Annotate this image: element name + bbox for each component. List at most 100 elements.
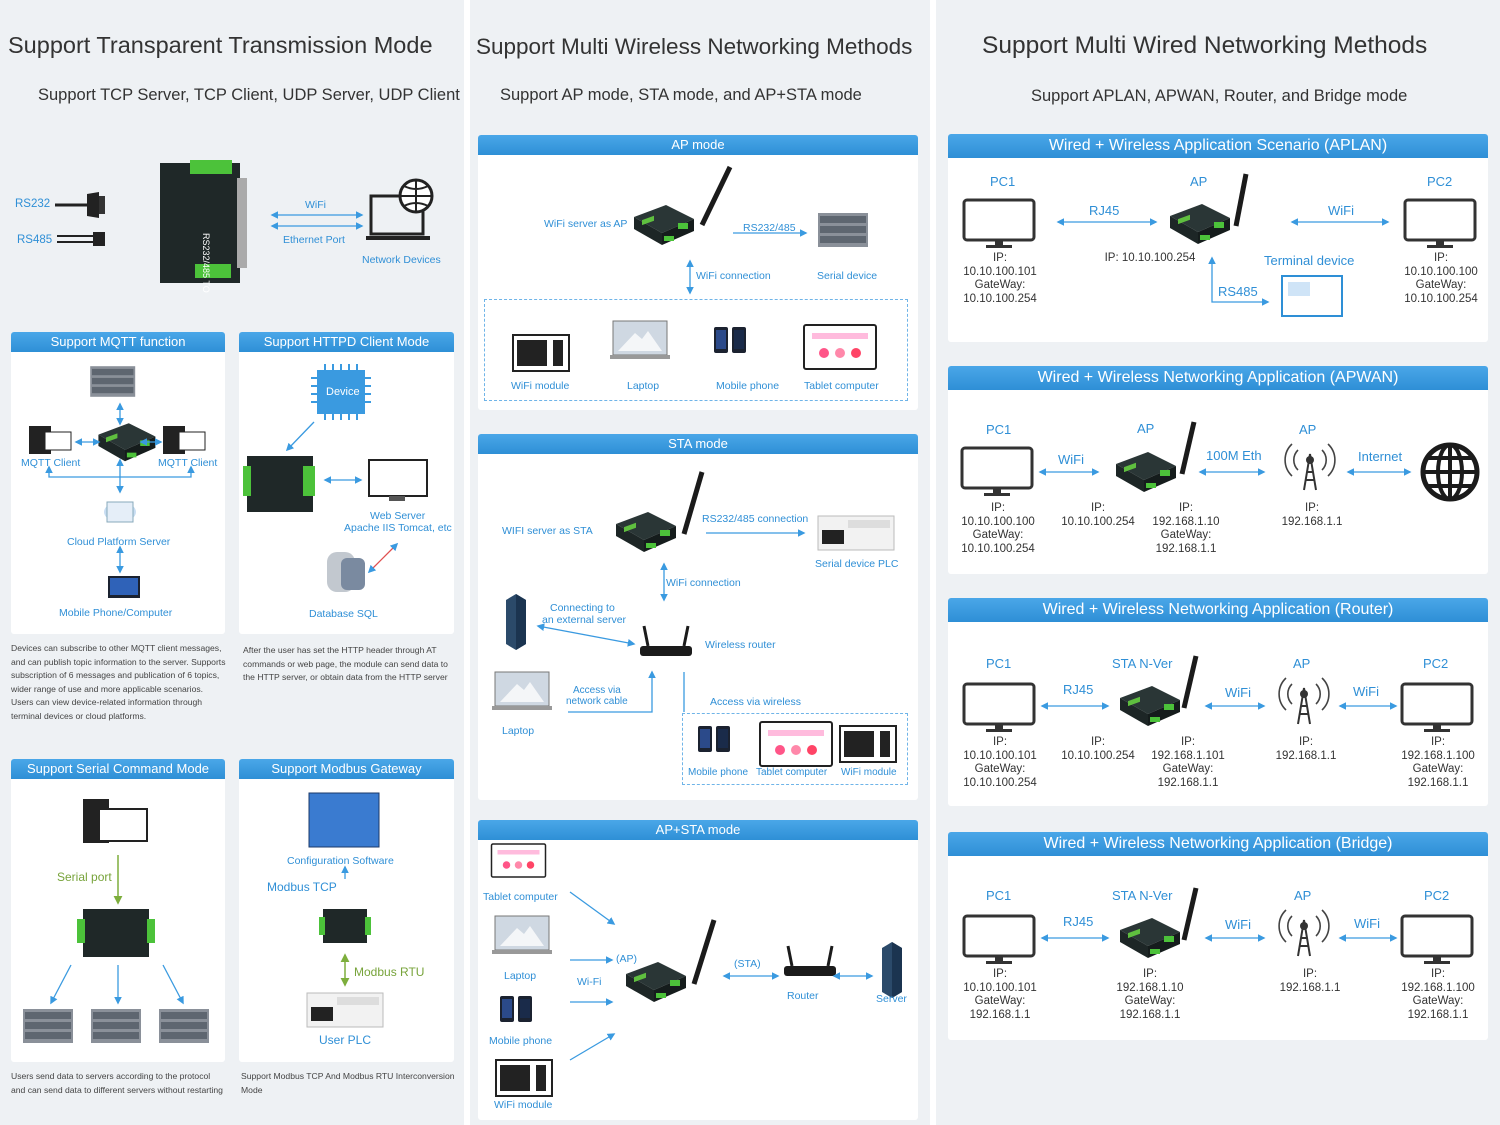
ap-mode-header: AP mode xyxy=(478,135,918,155)
aplan-ip-pc2: IP: 10.10.100.100 GateWay: 10.10.100.254 xyxy=(1404,252,1478,305)
modbus-plc-label: User PLC xyxy=(319,1033,372,1047)
label-rs485: RS485 xyxy=(17,234,53,246)
column-wired: Support Multi Wired Networking Methods S… xyxy=(936,0,1500,1125)
apwan-ip-dev: IP: 192.168.1.10 GateWay: 192.168.1.1 xyxy=(1152,502,1220,555)
sta-conn-label: WiFi connection xyxy=(666,577,741,589)
label-ethernet-port: Ethernet Port xyxy=(283,234,345,246)
modbus-diagram xyxy=(306,792,384,1028)
aplan-ip-ap: IP: 10.10.100.254 xyxy=(1104,252,1196,264)
column-wireless: Support Multi Wireless Networking Method… xyxy=(470,0,930,1125)
router-panel: Wired + Wireless Networking Application … xyxy=(948,598,1488,806)
router-ip-dev: IP: 192.168.1.101 GateWay: 192.168.1.1 xyxy=(1151,736,1225,789)
router-ip-pc1: IP: 10.10.100.101 GateWay: 10.10.100.254 xyxy=(963,736,1037,789)
apsta-mode-header: AP+STA mode xyxy=(478,820,918,840)
apsta-laptop-label: Laptop xyxy=(504,970,537,982)
aplan-pc2-label: PC2 xyxy=(1427,174,1453,189)
modbus-note: Support Modbus TCP And Modbus RTU Interc… xyxy=(241,1071,455,1095)
serial-port-label: Serial port xyxy=(57,870,112,884)
sta-mode-panel: STA mode WIFI server as STA RS232/485 co… xyxy=(478,434,918,800)
mqtt-panel: Support MQTT function MQTT Client MQTT C… xyxy=(11,332,225,634)
sta-device-wifi-module: WiFi module xyxy=(841,767,897,778)
httpd-web-label: Web Server xyxy=(370,510,426,522)
router-sta-label: STA N-Ver xyxy=(1112,656,1173,671)
ap-device-mobile: Mobile phone xyxy=(716,380,780,392)
bridge-ap-label: AP xyxy=(1294,888,1312,903)
aplan-header: Wired + Wireless Application Scenario (A… xyxy=(948,134,1488,158)
mqtt-header: Support MQTT function xyxy=(11,332,225,352)
aplan-pc1-label: PC1 xyxy=(990,174,1016,189)
bridge-wifi1-label: WiFi xyxy=(1225,917,1251,932)
label-wifi: WiFi xyxy=(305,199,326,211)
sta-mode-diagram xyxy=(491,471,897,767)
ap-device-tablet: Tablet computer xyxy=(804,380,879,392)
apsta-tablet-label: Tablet computer xyxy=(483,891,558,903)
router-rj45-label: RJ45 xyxy=(1063,682,1094,697)
router-ip-pc2: IP: 192.168.1.100 GateWay: 192.168.1.1 xyxy=(1401,736,1475,789)
modbus-panel: Support Modbus Gateway Configuration Sof… xyxy=(239,759,454,1062)
column-divider xyxy=(930,0,936,1125)
mqtt-cloud-label: Cloud Platform Server xyxy=(67,536,171,548)
httpd-note: After the user has set the HTTP header t… xyxy=(243,645,448,682)
apwan-eth-label: 100M Eth xyxy=(1206,448,1262,463)
modbus-rtu-label: Modbus RTU xyxy=(354,965,425,979)
ap-client-group xyxy=(484,299,908,401)
apsta-sta-label: (STA) xyxy=(734,958,761,970)
router-diagram xyxy=(962,655,1474,734)
aplan-diagram xyxy=(962,173,1477,317)
serial-note: Users send data to servers according to … xyxy=(11,1071,223,1095)
router-ap-label: AP xyxy=(1293,656,1311,671)
wifi-eth-arrows xyxy=(270,211,364,230)
col3-subtitle: Support APLAN, APWAN, Router, and Bridge… xyxy=(1031,87,1408,105)
bridge-pc1-label: PC1 xyxy=(986,888,1012,903)
router-wifi1-label: WiFi xyxy=(1225,685,1251,700)
router-ip-mid: IP: 10.10.100.254 xyxy=(1061,736,1135,762)
bridge-ip-pc2: IP: 192.168.1.100 GateWay: 192.168.1.1 xyxy=(1401,968,1475,1021)
mqtt-mobile-label: Mobile Phone/Computer xyxy=(59,607,173,619)
sta-mode-header: STA mode xyxy=(478,434,918,454)
apwan-ip-pc1: IP: 10.10.100.100 GateWay: 10.10.100.254 xyxy=(961,502,1035,555)
httpd-diagram xyxy=(243,364,428,592)
col3-title: Support Multi Wired Networking Methods xyxy=(982,32,1428,59)
sta-plc-label: Serial device PLC xyxy=(815,558,899,570)
aplan-terminal-label: Terminal device xyxy=(1264,253,1355,268)
modbus-header: Support Modbus Gateway xyxy=(239,759,454,779)
sta-device-tablet: Tablet computer xyxy=(756,767,828,778)
apwan-ap2-label: AP xyxy=(1299,422,1317,437)
mqtt-diagram xyxy=(29,366,206,598)
ap-serial-label: Serial device xyxy=(817,270,878,282)
apsta-server-label: Server xyxy=(876,993,907,1005)
apsta-ap-label: (AP) xyxy=(616,953,637,965)
modbus-config-label: Configuration Software xyxy=(287,855,394,867)
apwan-internet-label: Internet xyxy=(1358,449,1403,464)
httpd-device-label: Device xyxy=(326,386,360,398)
col2-subtitle: Support AP mode, STA mode, and AP+STA mo… xyxy=(500,86,862,104)
ap-conn-label: WiFi connection xyxy=(696,270,771,282)
label-network-devices: Network Devices xyxy=(362,254,441,266)
mqtt-note: Devices can subscribe to other MQTT clie… xyxy=(11,643,226,721)
column-transparent: Support Transparent Transmission Mode Su… xyxy=(0,0,464,1125)
bridge-pc2-label: PC2 xyxy=(1424,888,1450,903)
sta-ext1-label: Connecting to xyxy=(550,602,615,614)
bridge-wifi2-label: WiFi xyxy=(1354,916,1380,931)
mqtt-client-left: MQTT Client xyxy=(21,457,81,469)
httpd-db-label: Database SQL xyxy=(309,608,378,620)
serial-connector-icon xyxy=(55,192,105,246)
bridge-panel: Wired + Wireless Networking Application … xyxy=(948,832,1488,1040)
httpd-apache-label: Apache IIS Tomcat, etc xyxy=(344,522,452,534)
bridge-sta-label: STA N-Ver xyxy=(1112,888,1173,903)
modbus-tcp-label: Modbus TCP xyxy=(267,880,337,894)
col1-title: Support Transparent Transmission Mode xyxy=(8,32,433,58)
apsta-wifi-label: Wi-Fi xyxy=(577,976,602,988)
router-wifi2-label: WiFi xyxy=(1353,684,1379,699)
apwan-diagram xyxy=(960,421,1480,502)
router-pc2-label: PC2 xyxy=(1423,656,1449,671)
bridge-rj45-label: RJ45 xyxy=(1063,914,1094,929)
network-device-icon xyxy=(366,178,434,240)
aplan-ip-pc1: IP: 10.10.100.101 GateWay: 10.10.100.254 xyxy=(963,252,1037,305)
bridge-diagram xyxy=(962,887,1474,966)
sta-ext2-label: an external server xyxy=(542,614,627,626)
apsta-mode-diagram xyxy=(490,843,902,1097)
apwan-ip-mid: IP: 10.10.100.254 xyxy=(1061,502,1135,528)
aplan-rs485-label: RS485 xyxy=(1218,284,1258,299)
aplan-panel: Wired + Wireless Application Scenario (A… xyxy=(948,134,1488,342)
